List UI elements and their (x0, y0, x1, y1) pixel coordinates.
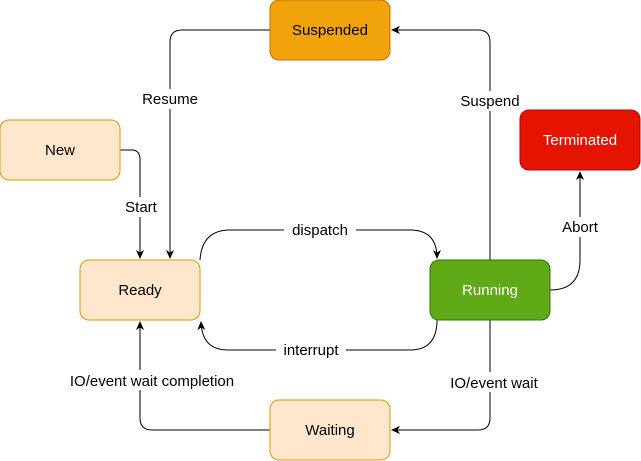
state-waiting: Waiting (269, 399, 391, 461)
edge-label-dispatch: dispatch (292, 222, 348, 239)
state-waiting-label: Waiting (305, 422, 354, 439)
state-running-label: Running (462, 282, 518, 299)
state-running: Running (429, 259, 551, 321)
state-terminated-label: Terminated (543, 132, 617, 149)
edge-label-interrupt: interrupt (283, 342, 339, 359)
edge-label-resume: Resume (142, 91, 198, 108)
state-ready: Ready (79, 259, 201, 321)
edge-io-wait (391, 320, 491, 434)
state-new: New (0, 119, 121, 181)
edge-label-abort: Abort (562, 219, 599, 236)
edge-label-start: Start (125, 199, 158, 216)
state-ready-label: Ready (118, 282, 162, 299)
edge-resume (166, 29, 270, 259)
state-terminated: Terminated (519, 109, 641, 171)
state-new-label: New (45, 142, 75, 159)
edge-io-wait-completion (136, 321, 270, 431)
edge-start (120, 149, 144, 259)
edge-abort (549, 171, 584, 291)
edge-label-suspend: Suspend (460, 93, 519, 110)
edge-label-io-wait: IO/event wait (450, 375, 538, 392)
edge-suspend (391, 26, 491, 260)
state-suspended: Suspended (269, 0, 391, 61)
edge-label-io-wait-completion: IO/event wait completion (70, 373, 234, 390)
state-suspended-label: Suspended (292, 22, 368, 39)
